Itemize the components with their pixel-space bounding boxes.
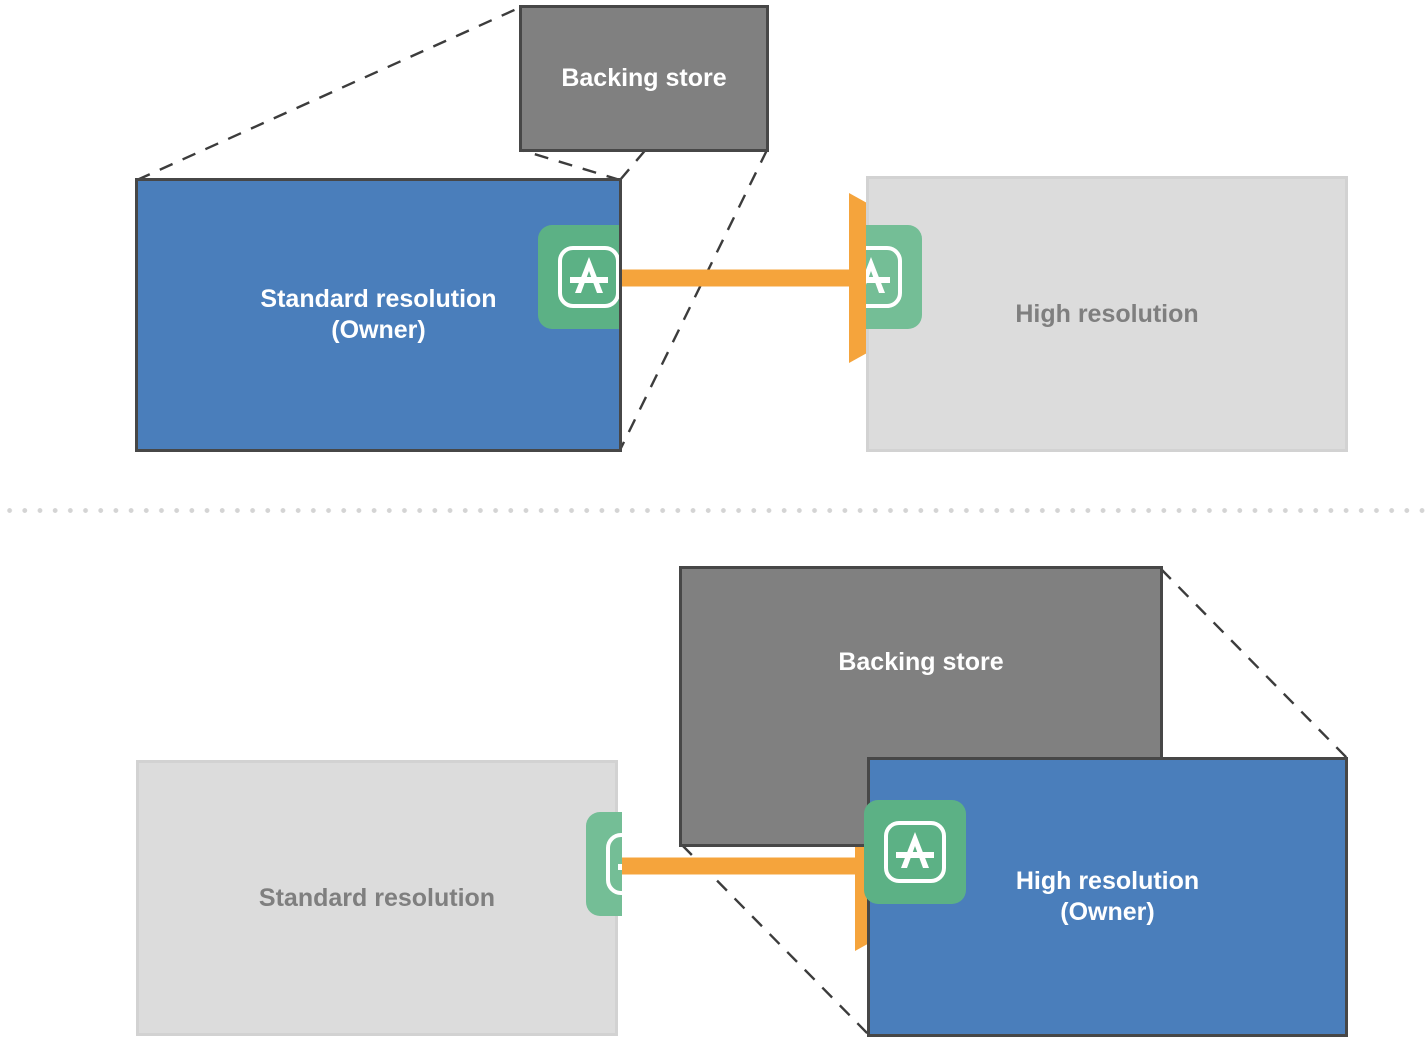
bottom-backing-store-label: Backing store [838,648,1004,676]
bottom-standard-resolution-label: Standard resolution [258,883,496,912]
top-left-icon-clip [538,225,619,329]
top-backing-store-label: Backing store [561,64,727,92]
bottom-left-icon-clip [586,812,622,916]
top-standard-resolution-label: Standard resolution (Owner) [260,285,497,344]
top-right-icon-clip [866,225,922,329]
bottom-standard-resolution-box: Standard resolution [136,760,618,1036]
app-store-icon [586,812,622,916]
app-store-icon [538,225,619,329]
top-high-resolution-box: High resolution [866,176,1348,452]
top-backing-store-box: Backing store [519,5,769,152]
app-store-icon [866,225,922,329]
section-divider [0,506,1428,515]
top-high-resolution-label: High resolution [1015,299,1199,328]
bottom-high-resolution-label: High resolution (Owner) [1015,867,1200,926]
app-store-icon [864,800,966,904]
